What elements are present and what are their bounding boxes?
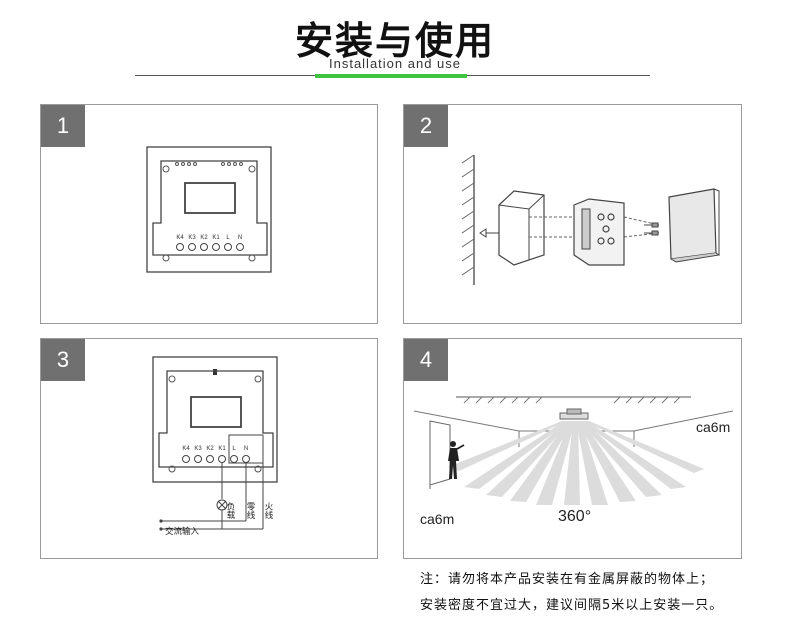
step-1-panel: 1 K4 K3 K2 K1 L N [40,104,378,324]
step-3-panel: 3 K4 K3 K2 K1 L N [40,338,378,559]
step-2-panel: 2 [403,104,742,324]
terminal-label: N [238,235,242,241]
step-1-device-illustration: K4 K3 K2 K1 L N [146,146,272,273]
terminal-label: K2 [200,235,208,241]
title-accent-bar [315,74,467,78]
terminal-label: K3 [194,446,202,452]
range-left-label: ca6m [420,511,454,527]
terminal-label: K1 [212,235,220,241]
note-line-2: 安装密度不宜过大，建议间隔5米以上安装一只。 [420,598,724,613]
live-label: 火线 [264,502,274,519]
terminal-label: N [244,446,248,452]
terminal-label: K1 [218,446,226,452]
terminal-label: L [232,446,236,452]
step-4-detection-range-illustration: ca6m ca6m 360° [413,396,734,527]
page-subtitle: Installation and use [328,56,462,71]
neutral-label: 零线 [246,502,256,519]
page-title: 安装与使用 [294,19,495,63]
ac-input-label: 交流输入 [165,526,200,536]
step-2-number: 2 [404,105,448,147]
step-1-number: 1 [41,105,85,147]
step-3-wiring-diagram: K4 K3 K2 K1 L N 负载 零线 火线 交流输入 [152,356,278,536]
terminal-label: L [226,235,230,241]
load-label: 负载 [226,501,236,520]
note-line-1: 注：请勿将本产品安装在有金属屏蔽的物体上； [420,572,715,587]
step-3-number: 3 [41,339,85,381]
terminal-label: K2 [206,446,214,452]
terminal-label: K4 [176,235,184,241]
terminal-label: K3 [188,235,196,241]
terminal-label: K4 [182,446,190,452]
angle-label: 360° [558,508,591,525]
step-4-number: 4 [404,339,448,381]
step-4-panel: 4 [403,338,742,559]
step-2-mounting-illustration [461,154,721,285]
range-right-label: ca6m [696,419,730,435]
